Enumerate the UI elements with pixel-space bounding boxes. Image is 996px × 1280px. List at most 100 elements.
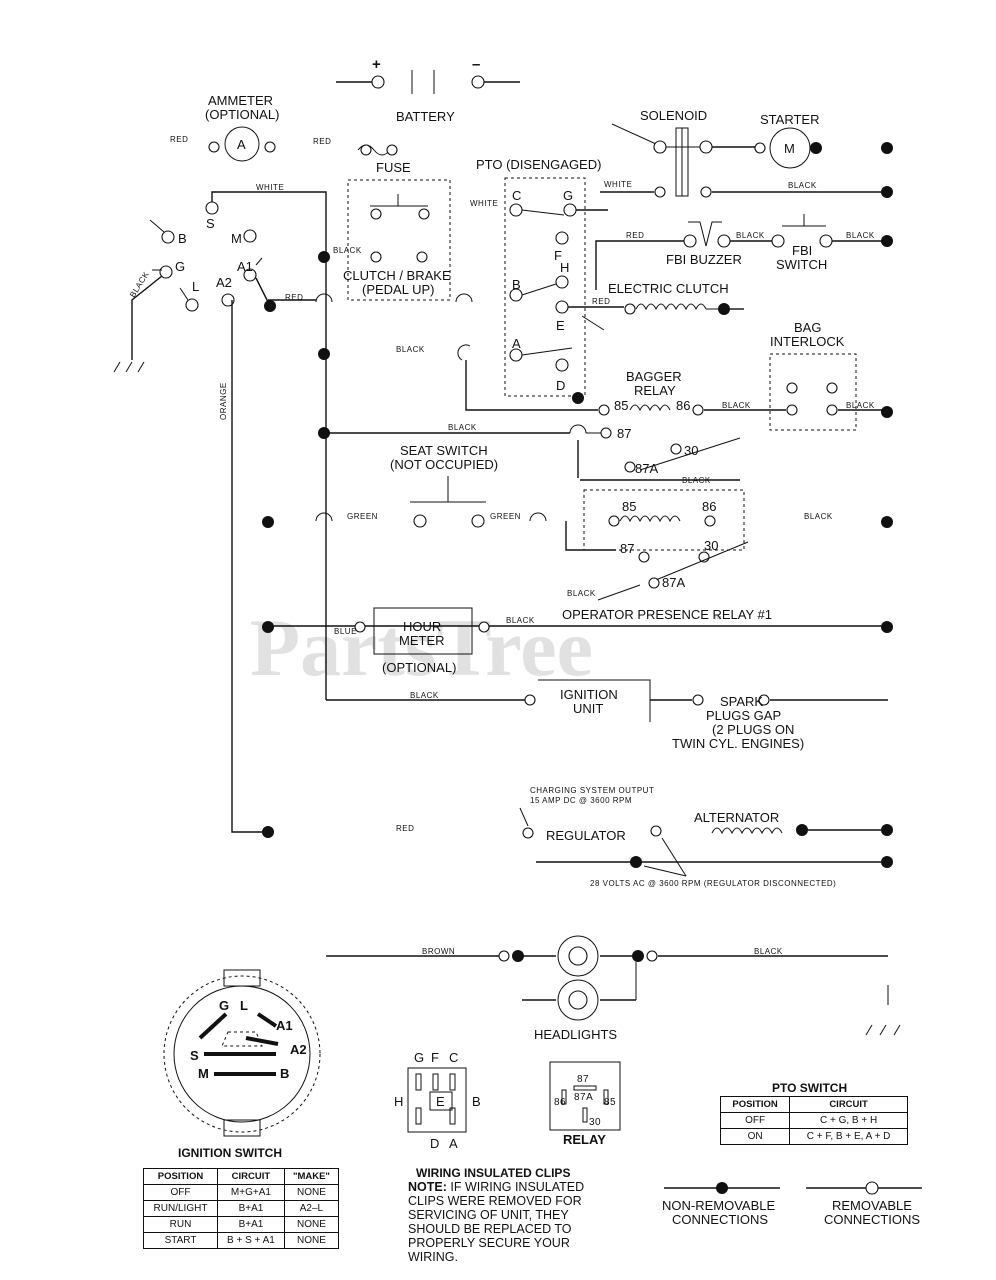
main-bus: BLACK RED bbox=[264, 214, 536, 706]
opr-87: 87 bbox=[620, 541, 634, 556]
ign-header-circuit: CIRCUIT bbox=[217, 1168, 285, 1185]
table-row: RUN/LIGHT B+A1 A2–L bbox=[142, 1200, 340, 1217]
wire-red-2: RED bbox=[313, 137, 331, 146]
table-row: OFF C + G, B + H bbox=[719, 1112, 908, 1129]
conn-a: A bbox=[449, 1136, 458, 1151]
battery-minus: – bbox=[472, 56, 480, 73]
clips-note-1: IF WIRING INSULATED bbox=[447, 1180, 584, 1194]
connection-legend: NON-REMOVABLE CONNECTIONS REMOVABLE CONN… bbox=[662, 1181, 922, 1227]
fuse: FUSE bbox=[347, 144, 451, 301]
wire-red-fbi: RED bbox=[626, 231, 644, 240]
hour-meter-1: HOUR bbox=[403, 619, 441, 634]
term-a2: A2 bbox=[216, 275, 232, 290]
hour-meter-optional: (OPTIONAL) bbox=[382, 660, 456, 675]
operator-presence-relay: 85 86 87 30 87A BLACK OPERATOR PRESENCE … bbox=[562, 489, 772, 622]
headlights: BROWN BLACK HEADLIGHTS bbox=[326, 935, 901, 1042]
ign-cell: B+A1 bbox=[217, 1216, 285, 1233]
clips-note-6: WIRING. bbox=[408, 1250, 458, 1264]
pto-e: E bbox=[556, 318, 565, 333]
seat-switch-2: (NOT OCCUPIED) bbox=[390, 457, 498, 472]
opr-86: 86 bbox=[702, 499, 716, 514]
sw-s: S bbox=[190, 1048, 199, 1063]
starter-label: STARTER bbox=[760, 112, 819, 127]
ign-cell: A2–L bbox=[283, 1200, 340, 1217]
pto-header-position: POSITION bbox=[719, 1096, 791, 1113]
relay-pinout: 87 87A 86 85 30 RELAY bbox=[549, 1061, 621, 1147]
hour-meter-2: METER bbox=[399, 633, 445, 648]
sw-b: B bbox=[280, 1066, 289, 1081]
ign-cell: NONE bbox=[283, 1216, 340, 1233]
solenoid: SOLENOID WHITE STARTER M BLACK bbox=[600, 108, 893, 198]
removable-2: CONNECTIONS bbox=[824, 1212, 920, 1227]
wire-red-reg: RED bbox=[396, 824, 414, 833]
pto-switch-title: PTO SWITCH bbox=[772, 1081, 847, 1095]
conn-h: H bbox=[394, 1094, 403, 1109]
relay-label: RELAY bbox=[563, 1132, 606, 1147]
pto-cell: OFF bbox=[719, 1112, 791, 1129]
ign-header-make: "MAKE" bbox=[283, 1168, 340, 1185]
clutch-brake-label: CLUTCH / BRAKE bbox=[343, 268, 451, 283]
battery: + – BATTERY bbox=[336, 56, 520, 124]
wire-red-1: RED bbox=[170, 135, 188, 144]
pto-cell: C + F, B + E, A + D bbox=[789, 1128, 908, 1145]
pto-switch-diagram: PTO (DISENGAGED) WHITE C G F H B E A D B… bbox=[396, 157, 608, 411]
solenoid-label: SOLENOID bbox=[640, 108, 707, 123]
spark-1: SPARK bbox=[720, 694, 763, 709]
bag-interlock-2: INTERLOCK bbox=[770, 334, 845, 349]
clutch-brake-pedal: (PEDAL UP) bbox=[362, 282, 434, 297]
rel-87a: 87A bbox=[574, 1092, 593, 1103]
pto-g: G bbox=[563, 188, 573, 203]
non-removable-2: CONNECTIONS bbox=[672, 1212, 768, 1227]
wire-black-pto: BLACK bbox=[396, 345, 425, 354]
pto-switch-table: POSITION CIRCUIT OFF C + G, B + H ON C +… bbox=[719, 1096, 908, 1145]
pto-connector: G F C E H B D A bbox=[394, 1050, 481, 1151]
br-87: 87 bbox=[617, 426, 631, 441]
ammeter-optional: (OPTIONAL) bbox=[205, 107, 279, 122]
wire-green-1: GREEN bbox=[347, 512, 378, 521]
ign-cell: NONE bbox=[283, 1184, 340, 1201]
table-row: ON C + F, B + E, A + D bbox=[719, 1128, 908, 1145]
ammeter: AMMETER (OPTIONAL) A RED RED bbox=[170, 93, 331, 162]
fuse-label: FUSE bbox=[376, 160, 411, 175]
ignition-switch-diagram: G L A1 A2 S M B IGNITION SWITCH bbox=[163, 969, 321, 1160]
term-s: S bbox=[206, 216, 215, 231]
wiring-clips-note: WIRING INSULATED CLIPS NOTE: IF WIRING I… bbox=[408, 1166, 584, 1264]
fbi-buzzer: RED FBI BUZZER BLACK FBI SWITCH BLACK bbox=[595, 214, 893, 290]
pto-h: H bbox=[560, 260, 569, 275]
conn-e: E bbox=[436, 1094, 445, 1109]
pto-label: PTO (DISENGAGED) bbox=[476, 157, 601, 172]
ign-cell: RUN/LIGHT bbox=[142, 1200, 219, 1217]
ignition-unit-1: IGNITION bbox=[560, 687, 618, 702]
starter-m: M bbox=[784, 141, 795, 156]
opr-30: 30 bbox=[704, 538, 718, 553]
pto-f: F bbox=[554, 248, 562, 263]
spark-3: (2 PLUGS ON bbox=[712, 722, 794, 737]
term-g: G bbox=[175, 259, 185, 274]
wire-black-hl: BLACK bbox=[754, 947, 783, 956]
pto-cell: ON bbox=[719, 1128, 791, 1145]
ign-cell: NONE bbox=[283, 1232, 340, 1249]
pto-cell: C + G, B + H bbox=[789, 1112, 908, 1129]
ign-cell: B+A1 bbox=[217, 1200, 285, 1217]
wire-black-87a: BLACK bbox=[682, 476, 711, 485]
bagger-relay: BAG INTERLOCK BAGGER RELAY 85 86 BLACK B… bbox=[326, 320, 893, 485]
pto-a: A bbox=[512, 336, 521, 351]
clips-title: WIRING INSULATED CLIPS bbox=[416, 1166, 570, 1180]
watermark: PartsTree bbox=[250, 602, 593, 693]
sw-m: M bbox=[198, 1066, 209, 1081]
rel-86: 86 bbox=[554, 1097, 566, 1108]
ammeter-a: A bbox=[237, 137, 246, 152]
pto-b: B bbox=[512, 277, 521, 292]
conn-g: G bbox=[414, 1050, 424, 1065]
wire-black-fbi: BLACK bbox=[736, 231, 765, 240]
term-m: M bbox=[231, 231, 242, 246]
pto-c: C bbox=[512, 188, 521, 203]
wire-black-br: BLACK bbox=[722, 401, 751, 410]
ign-header-position: POSITION bbox=[142, 1168, 219, 1185]
wire-red-a1: RED bbox=[285, 293, 303, 302]
non-removable-1: NON-REMOVABLE bbox=[662, 1198, 775, 1213]
wire-orange: ORANGE bbox=[219, 382, 228, 420]
spark-4: TWIN CYL. ENGINES) bbox=[672, 736, 804, 751]
watermark-tm: ™ bbox=[713, 614, 722, 624]
removable-1: REMOVABLE bbox=[832, 1198, 912, 1213]
